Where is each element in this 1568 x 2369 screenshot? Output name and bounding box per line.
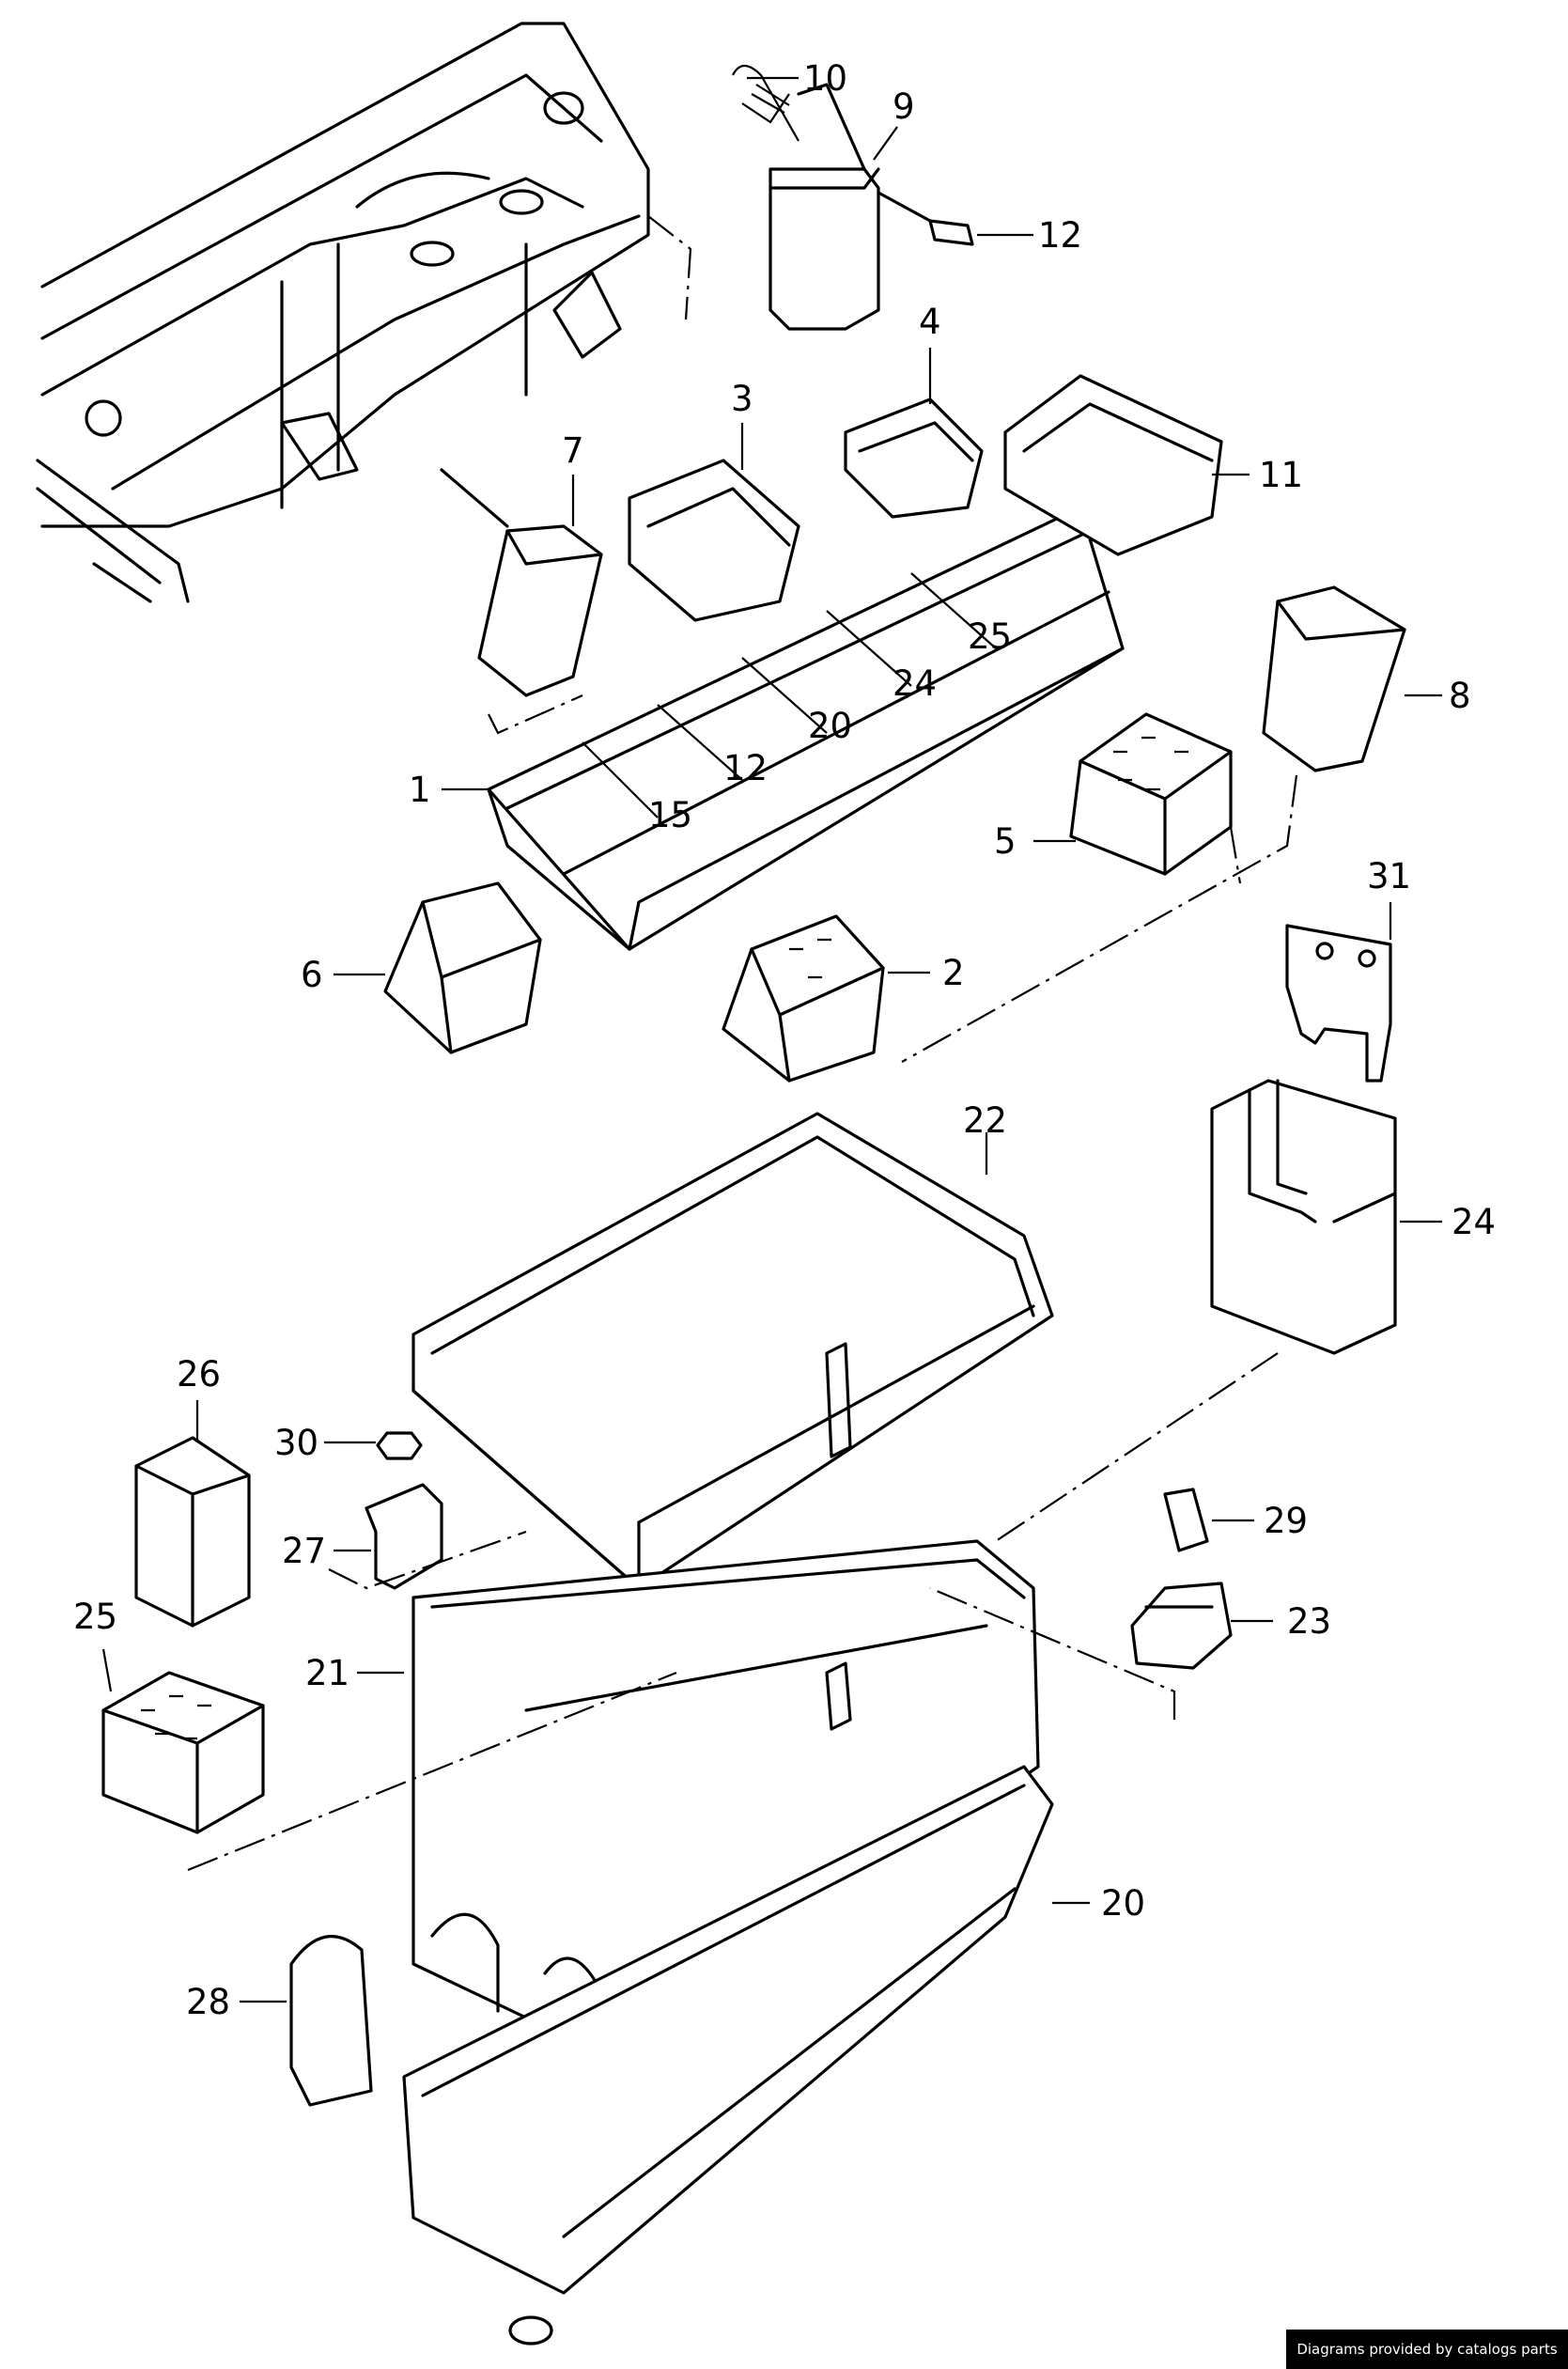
part-25-socket bbox=[101, 1671, 265, 1834]
credit-text: Diagrams provided by catalogs parts bbox=[1296, 2341, 1558, 2358]
callout-24: 24 bbox=[1452, 1202, 1496, 1242]
callout-8: 8 bbox=[1449, 676, 1471, 716]
part-8-relay bbox=[1262, 585, 1406, 772]
callout-3: 3 bbox=[731, 379, 753, 419]
callout-2: 2 bbox=[942, 953, 965, 993]
leader-lines bbox=[101, 76, 1442, 2003]
part-21-housing bbox=[411, 1539, 1040, 2060]
part-4-relay bbox=[844, 397, 984, 519]
part-22-cover bbox=[411, 1112, 1054, 1590]
vehicle-body-section bbox=[36, 22, 650, 603]
callout-11: 11 bbox=[1259, 455, 1303, 495]
part-5-socket bbox=[1069, 712, 1233, 876]
svg-text:24: 24 bbox=[893, 663, 937, 704]
part-23-holder bbox=[1130, 1582, 1233, 1670]
callout-7: 7 bbox=[562, 430, 584, 471]
part-12-bolt bbox=[877, 191, 974, 246]
callout-21: 21 bbox=[305, 1653, 349, 1693]
svg-text:15: 15 bbox=[648, 795, 692, 835]
part-30-nut bbox=[376, 1431, 423, 1460]
callout-29: 29 bbox=[1264, 1501, 1308, 1541]
callout-28: 28 bbox=[186, 1982, 230, 2022]
part-29-clip bbox=[1163, 1488, 1209, 1552]
part-20-lower-tray bbox=[402, 1765, 1054, 2346]
credit-bar: Diagrams provided by catalogs parts bbox=[1286, 2330, 1568, 2369]
callout-9: 9 bbox=[893, 86, 915, 127]
part-9-relay-bracket bbox=[732, 64, 880, 331]
part-3-relay bbox=[628, 459, 800, 622]
svg-text:20: 20 bbox=[808, 706, 852, 746]
callout-31: 31 bbox=[1367, 856, 1411, 896]
callout-25: 25 bbox=[73, 1597, 117, 1637]
part-2-socket bbox=[722, 914, 885, 1083]
callout-20: 20 bbox=[1101, 1883, 1145, 1924]
callout-4: 4 bbox=[919, 302, 941, 342]
part-7-relay bbox=[477, 524, 603, 697]
svg-text:12: 12 bbox=[723, 748, 768, 788]
part-1-relay-carrier: 15 12 20 24 25 bbox=[487, 506, 1125, 951]
part-27-bracket bbox=[365, 1483, 443, 1590]
callout-6: 6 bbox=[301, 955, 323, 995]
callout-5: 5 bbox=[994, 821, 1017, 862]
part-26-relay bbox=[134, 1436, 251, 1628]
assembly-lines bbox=[187, 215, 1298, 1872]
callout-30: 30 bbox=[274, 1423, 318, 1463]
callout-10: 10 bbox=[803, 58, 847, 99]
part-31-fuse bbox=[1285, 924, 1392, 1083]
part-24-fuse-holder bbox=[1210, 1079, 1397, 1355]
callout-27: 27 bbox=[282, 1531, 326, 1571]
part-11-connector bbox=[1003, 374, 1223, 556]
svg-text:25: 25 bbox=[968, 616, 1012, 657]
callout-26: 26 bbox=[177, 1354, 221, 1395]
part-28-cap bbox=[289, 1935, 373, 2107]
callout-22: 22 bbox=[963, 1100, 1007, 1141]
callout-1: 1 bbox=[409, 770, 431, 810]
callout-labels: 10 9 12 4 3 11 7 8 1 5 31 6 2 22 24 26 3… bbox=[73, 58, 1496, 2022]
part-6-socket bbox=[383, 881, 542, 1054]
callout-23: 23 bbox=[1287, 1601, 1331, 1642]
callout-12: 12 bbox=[1038, 215, 1082, 256]
